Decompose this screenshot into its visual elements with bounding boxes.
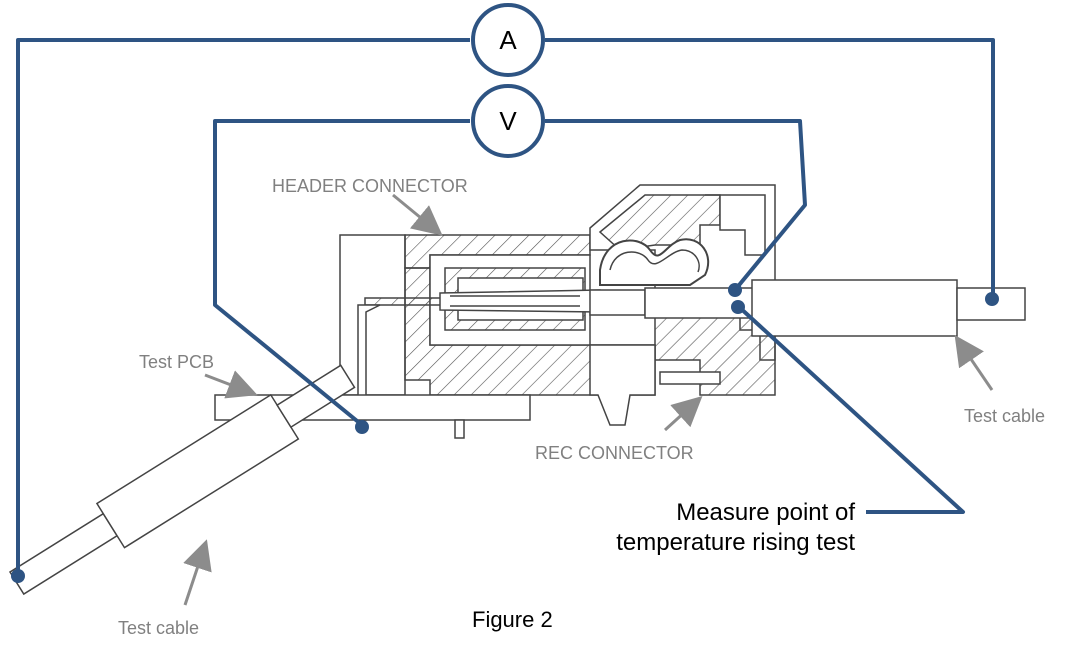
label-header-connector: HEADER CONNECTOR (272, 176, 468, 196)
label-rec-connector: REC CONNECTOR (535, 443, 694, 463)
voltmeter-circle (471, 84, 545, 158)
label-test-cable-left: Test cable (118, 618, 199, 638)
dot-pcb-pin (355, 420, 369, 434)
voltmeter-wire-right (545, 119, 807, 292)
label-test-cable-right: Test cable (964, 406, 1045, 426)
connection-dots (11, 283, 999, 583)
connector-assembly (339, 184, 776, 426)
wiring (16, 38, 995, 575)
arrow-test-cable-left (183, 539, 212, 606)
ammeter-wire-right (545, 38, 995, 298)
dot-measure-point (731, 300, 745, 314)
voltmeter-wire-left (213, 119, 470, 427)
arrow-test-cable-right (954, 335, 994, 391)
ammeter-wire-left (16, 38, 470, 575)
arrow-test-pcb (204, 370, 258, 399)
voltmeter: V (471, 84, 545, 158)
label-measure-point-line1: Measure point of (676, 499, 855, 526)
arrow-rec-connector (663, 395, 703, 432)
arrow-header-connector (392, 193, 443, 236)
figure-caption: Figure 2 (472, 607, 553, 632)
ammeter-circle (471, 3, 545, 77)
dot-right-cable (985, 292, 999, 306)
dot-left-cable (11, 569, 25, 583)
dot-contact-top (728, 283, 742, 297)
test-cable-left (8, 364, 356, 596)
label-test-pcb: Test PCB (139, 352, 214, 372)
ammeter-symbol: A (499, 25, 517, 55)
ammeter: A (471, 3, 545, 77)
voltmeter-symbol: V (499, 106, 517, 136)
measure-point-wire (736, 304, 965, 514)
callout-arrows (183, 193, 994, 606)
label-measure-point-line2: temperature rising test (616, 529, 855, 556)
test-cable-right (751, 279, 1026, 337)
